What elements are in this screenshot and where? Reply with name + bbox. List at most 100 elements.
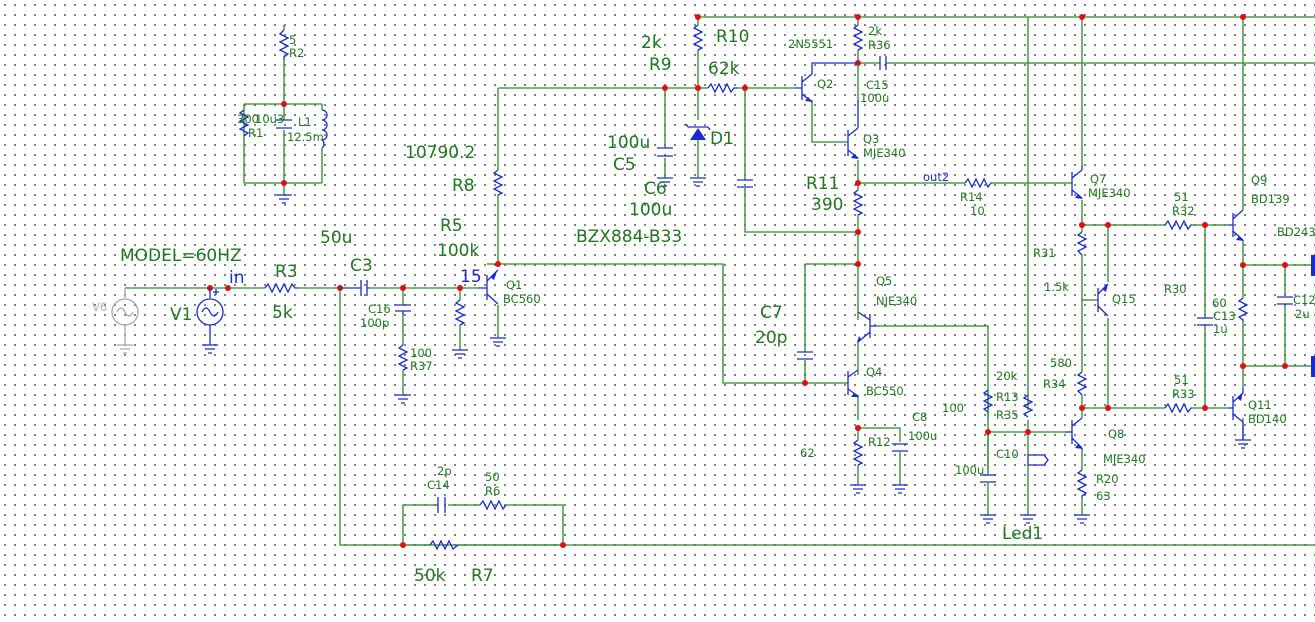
label-l1-value: 12.5m bbox=[287, 130, 324, 144]
label-r10-value: 62k bbox=[708, 59, 740, 79]
label-r32: R32 bbox=[1172, 204, 1195, 218]
label-c10: C10 bbox=[996, 447, 1019, 461]
resistor-r3[interactable] bbox=[264, 282, 298, 294]
label-c3-value: 50u bbox=[320, 228, 352, 248]
led1[interactable] bbox=[1027, 454, 1049, 466]
inductor-l1[interactable] bbox=[320, 109, 328, 149]
label-r37-value: 100 bbox=[410, 346, 432, 360]
label-r3: R3 bbox=[275, 262, 298, 282]
transistor-q5[interactable] bbox=[857, 311, 876, 343]
resistor-r6[interactable] bbox=[479, 499, 507, 511]
label-r33-value: 51 bbox=[1174, 373, 1189, 387]
transistor-q3[interactable] bbox=[847, 100, 859, 159]
resistor-r10[interactable] bbox=[692, 24, 704, 51]
label-r36-value: 2k bbox=[868, 24, 882, 38]
transistor-q8[interactable] bbox=[1065, 417, 1083, 450]
label-r13b-value: 60 bbox=[1212, 296, 1227, 310]
transistor-q7[interactable] bbox=[1071, 165, 1083, 199]
capacitor-c8[interactable] bbox=[892, 443, 908, 452]
zener-diode-d1[interactable] bbox=[685, 123, 711, 140]
capacitor-c15[interactable] bbox=[879, 56, 887, 70]
label-q2: Q2 bbox=[817, 77, 833, 91]
label-r10: R10 bbox=[716, 27, 749, 47]
resistor-r36[interactable] bbox=[852, 24, 864, 51]
label-r31: R31 bbox=[1033, 246, 1056, 260]
label-r12-value: 62 bbox=[800, 446, 815, 460]
capacitor-c-tank[interactable] bbox=[276, 119, 292, 129]
label-c8: C8 bbox=[912, 410, 927, 424]
label-led1: Led1 bbox=[1002, 524, 1043, 544]
resistor-r34[interactable] bbox=[1076, 371, 1088, 396]
label-c-tank-value: 10u3 bbox=[255, 112, 284, 126]
label-r11: R11 bbox=[806, 174, 839, 194]
resistor-r13[interactable] bbox=[982, 389, 994, 413]
label-d1: D1 bbox=[710, 129, 734, 149]
transistor-q12-partial[interactable] bbox=[1311, 255, 1315, 377]
resistor-r31[interactable] bbox=[1076, 231, 1088, 256]
label-q5-type: NJE340 bbox=[876, 294, 917, 308]
component-labels: MODEL=60HZ in V1 V6 R3 5k C3 50u C16 100… bbox=[92, 24, 1315, 586]
resistor-r14[interactable] bbox=[964, 177, 992, 189]
label-c7-value: 20p bbox=[755, 328, 787, 348]
label-v1: V1 bbox=[170, 305, 192, 325]
label-c14-value: 2p bbox=[437, 464, 452, 478]
resistor-r33[interactable] bbox=[1164, 402, 1192, 414]
label-model: MODEL=60HZ bbox=[120, 246, 242, 266]
capacitor-c10[interactable] bbox=[980, 474, 996, 483]
capacitor-c3[interactable] bbox=[340, 280, 370, 296]
resistor-r9[interactable] bbox=[707, 82, 738, 94]
label-q7: Q7 bbox=[1090, 172, 1106, 186]
resistor-r11[interactable] bbox=[852, 189, 864, 216]
transistor-q15[interactable] bbox=[1097, 283, 1109, 317]
label-q4: Q4 bbox=[866, 365, 882, 379]
capacitor-c6[interactable] bbox=[737, 179, 753, 188]
ac-source-v1[interactable] bbox=[196, 288, 224, 345]
label-q1-base: 15 bbox=[460, 267, 482, 287]
transistor-q1[interactable] bbox=[478, 269, 499, 305]
label-c12-value: 2u bbox=[1295, 307, 1310, 321]
ground-symbols bbox=[117, 177, 1251, 524]
resistor-r5[interactable] bbox=[454, 299, 466, 326]
label-r35: R35 bbox=[996, 408, 1019, 422]
label-r9: R9 bbox=[649, 55, 672, 75]
ac-source-inactive[interactable] bbox=[111, 288, 139, 345]
label-c6-value: 100u bbox=[629, 200, 672, 220]
resistor-r37[interactable] bbox=[397, 344, 409, 371]
label-r13: R13 bbox=[996, 390, 1019, 404]
label-q9-type: BD139 bbox=[1251, 192, 1290, 206]
label-r14: R14 bbox=[960, 190, 983, 204]
transistor-q4[interactable] bbox=[847, 369, 859, 397]
capacitor-c5[interactable] bbox=[657, 147, 673, 157]
resistor-r1[interactable] bbox=[238, 109, 250, 137]
resistor-r32[interactable] bbox=[1164, 219, 1192, 231]
label-r7-value: 50k bbox=[414, 566, 446, 586]
resistor-r8[interactable] bbox=[492, 169, 504, 196]
label-c5-value: 100u bbox=[607, 133, 650, 153]
label-r8: R8 bbox=[452, 176, 475, 196]
capacitor-c16[interactable] bbox=[395, 304, 411, 315]
label-c6: C6 bbox=[644, 179, 667, 199]
transistor-q2[interactable] bbox=[795, 62, 858, 103]
label-q2-type: 2N5551 bbox=[788, 37, 833, 51]
resistor-r12[interactable] bbox=[852, 439, 864, 466]
capacitor-c12[interactable] bbox=[1277, 296, 1293, 305]
capacitor-c13[interactable] bbox=[1197, 317, 1213, 326]
label-r37: R37 bbox=[410, 359, 433, 373]
transistor-q11[interactable] bbox=[1228, 388, 1244, 440]
label-r5: R5 bbox=[440, 216, 463, 236]
resistor-r2[interactable] bbox=[278, 29, 290, 60]
label-q8: Q8 bbox=[1108, 427, 1124, 441]
capacitor-c14[interactable] bbox=[437, 497, 446, 513]
capacitor-c7[interactable] bbox=[797, 351, 813, 360]
resistor-r20[interactable] bbox=[1076, 469, 1088, 498]
label-r9-value: 2k bbox=[641, 33, 662, 53]
label-c12: C12 bbox=[1293, 293, 1315, 307]
transistor-q9[interactable] bbox=[1228, 209, 1244, 241]
resistor-r7[interactable] bbox=[429, 539, 459, 551]
resistor-r30[interactable] bbox=[1237, 297, 1249, 322]
label-r5-value: 100k bbox=[437, 241, 479, 261]
resistor-r35[interactable] bbox=[1022, 394, 1034, 418]
label-r6: R6 bbox=[485, 484, 500, 498]
label-net-in: in bbox=[229, 268, 245, 288]
